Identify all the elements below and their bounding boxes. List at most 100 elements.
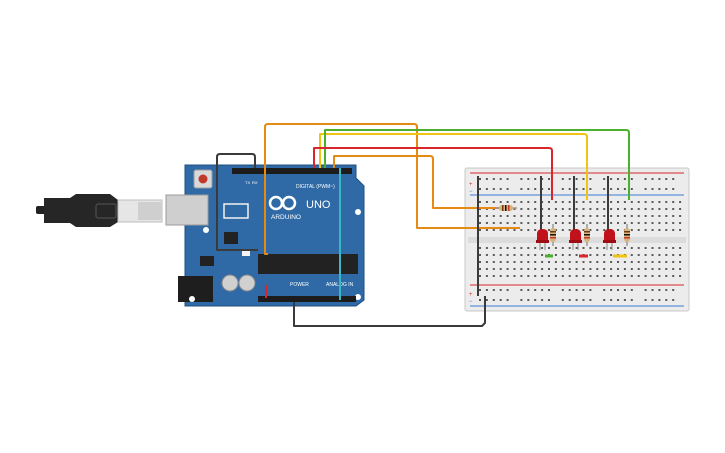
breadboard-hole[interactable] bbox=[603, 254, 606, 256]
breadboard-hole[interactable] bbox=[679, 201, 682, 203]
breadboard-hole[interactable] bbox=[492, 254, 495, 256]
breadboard-hole[interactable] bbox=[554, 208, 557, 210]
wire-black-bottom[interactable] bbox=[293, 296, 486, 327]
breadboard-hole[interactable] bbox=[617, 201, 619, 203]
breadboard-hole[interactable] bbox=[596, 229, 599, 231]
breadboard-hole[interactable] bbox=[596, 208, 599, 210]
breadboard-hole[interactable] bbox=[541, 247, 544, 249]
breadboard-hole[interactable] bbox=[520, 215, 523, 217]
breadboard-hole[interactable] bbox=[541, 188, 544, 190]
breadboard-hole[interactable] bbox=[492, 247, 495, 249]
breadboard-hole[interactable] bbox=[679, 254, 682, 256]
breadboard-hole[interactable] bbox=[548, 229, 550, 231]
breadboard-hole[interactable] bbox=[541, 178, 544, 180]
breadboard-hole[interactable] bbox=[479, 178, 481, 180]
breadboard-hole[interactable] bbox=[589, 289, 592, 291]
breadboard-hole[interactable] bbox=[492, 275, 495, 277]
breadboard-hole[interactable] bbox=[623, 261, 626, 263]
breadboard-hole[interactable] bbox=[617, 222, 619, 224]
breadboard-hole[interactable] bbox=[603, 215, 606, 217]
breadboard-hole[interactable] bbox=[534, 261, 537, 263]
breadboard-hole[interactable] bbox=[513, 208, 516, 210]
breadboard-hole[interactable] bbox=[513, 222, 516, 224]
breadboard-hole[interactable] bbox=[637, 275, 640, 277]
breadboard-hole[interactable] bbox=[506, 289, 509, 291]
breadboard-hole[interactable] bbox=[644, 247, 647, 249]
breadboard-hole[interactable] bbox=[499, 261, 502, 263]
breadboard-hole[interactable] bbox=[630, 254, 633, 256]
breadboard-hole[interactable] bbox=[651, 261, 654, 263]
breadboard-hole[interactable] bbox=[499, 289, 502, 291]
breadboard-hole[interactable] bbox=[534, 178, 537, 180]
resistor-2[interactable] bbox=[550, 224, 556, 246]
breadboard-hole[interactable] bbox=[665, 178, 668, 180]
breadboard-hole[interactable] bbox=[672, 254, 675, 256]
breadboard-hole[interactable] bbox=[658, 261, 661, 263]
breadboard-hole[interactable] bbox=[499, 201, 502, 203]
breadboard-hole[interactable] bbox=[672, 178, 675, 180]
wire-orange-inner[interactable] bbox=[333, 155, 500, 209]
breadboard-hole[interactable] bbox=[568, 229, 571, 231]
breadboard-hole[interactable] bbox=[617, 188, 619, 190]
red-led-3[interactable] bbox=[603, 229, 616, 250]
breadboard-hole[interactable] bbox=[520, 254, 523, 256]
breadboard-hole[interactable] bbox=[679, 215, 682, 217]
breadboard-hole[interactable] bbox=[541, 208, 544, 210]
breadboard-hole[interactable] bbox=[575, 208, 578, 210]
breadboard-hole[interactable] bbox=[623, 215, 626, 217]
breadboard-hole[interactable] bbox=[561, 254, 564, 256]
breadboard-hole[interactable] bbox=[589, 261, 592, 263]
breadboard-hole[interactable] bbox=[534, 247, 537, 249]
breadboard-hole[interactable] bbox=[665, 188, 668, 190]
breadboard-hole[interactable] bbox=[479, 247, 481, 249]
breadboard-hole[interactable] bbox=[610, 254, 613, 256]
breadboard-hole[interactable] bbox=[485, 275, 488, 277]
wire-green[interactable] bbox=[324, 129, 630, 200]
breadboard-hole[interactable] bbox=[554, 247, 557, 249]
breadboard-hole[interactable] bbox=[554, 201, 557, 203]
breadboard-hole[interactable] bbox=[582, 247, 585, 249]
breadboard-hole[interactable] bbox=[679, 208, 682, 210]
breadboard-hole[interactable] bbox=[603, 261, 606, 263]
breadboard-hole[interactable] bbox=[527, 215, 530, 217]
breadboard-hole[interactable] bbox=[575, 178, 578, 180]
breadboard-hole[interactable] bbox=[485, 268, 488, 270]
breadboard-hole[interactable] bbox=[582, 299, 585, 301]
breadboard-hole[interactable] bbox=[630, 208, 633, 210]
breadboard-hole[interactable] bbox=[554, 275, 557, 277]
breadboard-hole[interactable] bbox=[541, 261, 544, 263]
breadboard-hole[interactable] bbox=[651, 247, 654, 249]
breadboard-hole[interactable] bbox=[603, 178, 606, 180]
breadboard-hole[interactable] bbox=[561, 208, 564, 210]
breadboard-hole[interactable] bbox=[479, 268, 481, 270]
breadboard-hole[interactable] bbox=[658, 275, 661, 277]
breadboard-hole[interactable] bbox=[651, 201, 654, 203]
breadboard-hole[interactable] bbox=[479, 222, 481, 224]
breadboard-hole[interactable] bbox=[527, 275, 530, 277]
breadboard-hole[interactable] bbox=[506, 178, 509, 180]
wire-black-side[interactable] bbox=[216, 168, 258, 251]
breadboard-hole[interactable] bbox=[617, 268, 619, 270]
breadboard-hole[interactable] bbox=[534, 275, 537, 277]
breadboard-hole[interactable] bbox=[548, 268, 550, 270]
breadboard-hole[interactable] bbox=[623, 178, 626, 180]
breadboard-hole[interactable] bbox=[630, 215, 633, 217]
breadboard-hole[interactable] bbox=[582, 188, 585, 190]
breadboard-hole[interactable] bbox=[617, 178, 619, 180]
breadboard-hole[interactable] bbox=[596, 275, 599, 277]
breadboard-hole[interactable] bbox=[485, 289, 488, 291]
breadboard-hole[interactable] bbox=[520, 178, 523, 180]
breadboard-hole[interactable] bbox=[610, 247, 613, 249]
breadboard-hole[interactable] bbox=[568, 215, 571, 217]
breadboard-hole[interactable] bbox=[554, 229, 557, 231]
breadboard-hole[interactable] bbox=[644, 222, 647, 224]
breadboard-hole[interactable] bbox=[534, 215, 537, 217]
breadboard-hole[interactable] bbox=[485, 261, 488, 263]
breadboard-hole[interactable] bbox=[534, 289, 537, 291]
breadboard-hole[interactable] bbox=[596, 261, 599, 263]
breadboard-hole[interactable] bbox=[499, 275, 502, 277]
breadboard-hole[interactable] bbox=[658, 178, 661, 180]
breadboard-hole[interactable] bbox=[644, 275, 647, 277]
breadboard-hole[interactable] bbox=[541, 215, 544, 217]
breadboard-hole[interactable] bbox=[603, 268, 606, 270]
